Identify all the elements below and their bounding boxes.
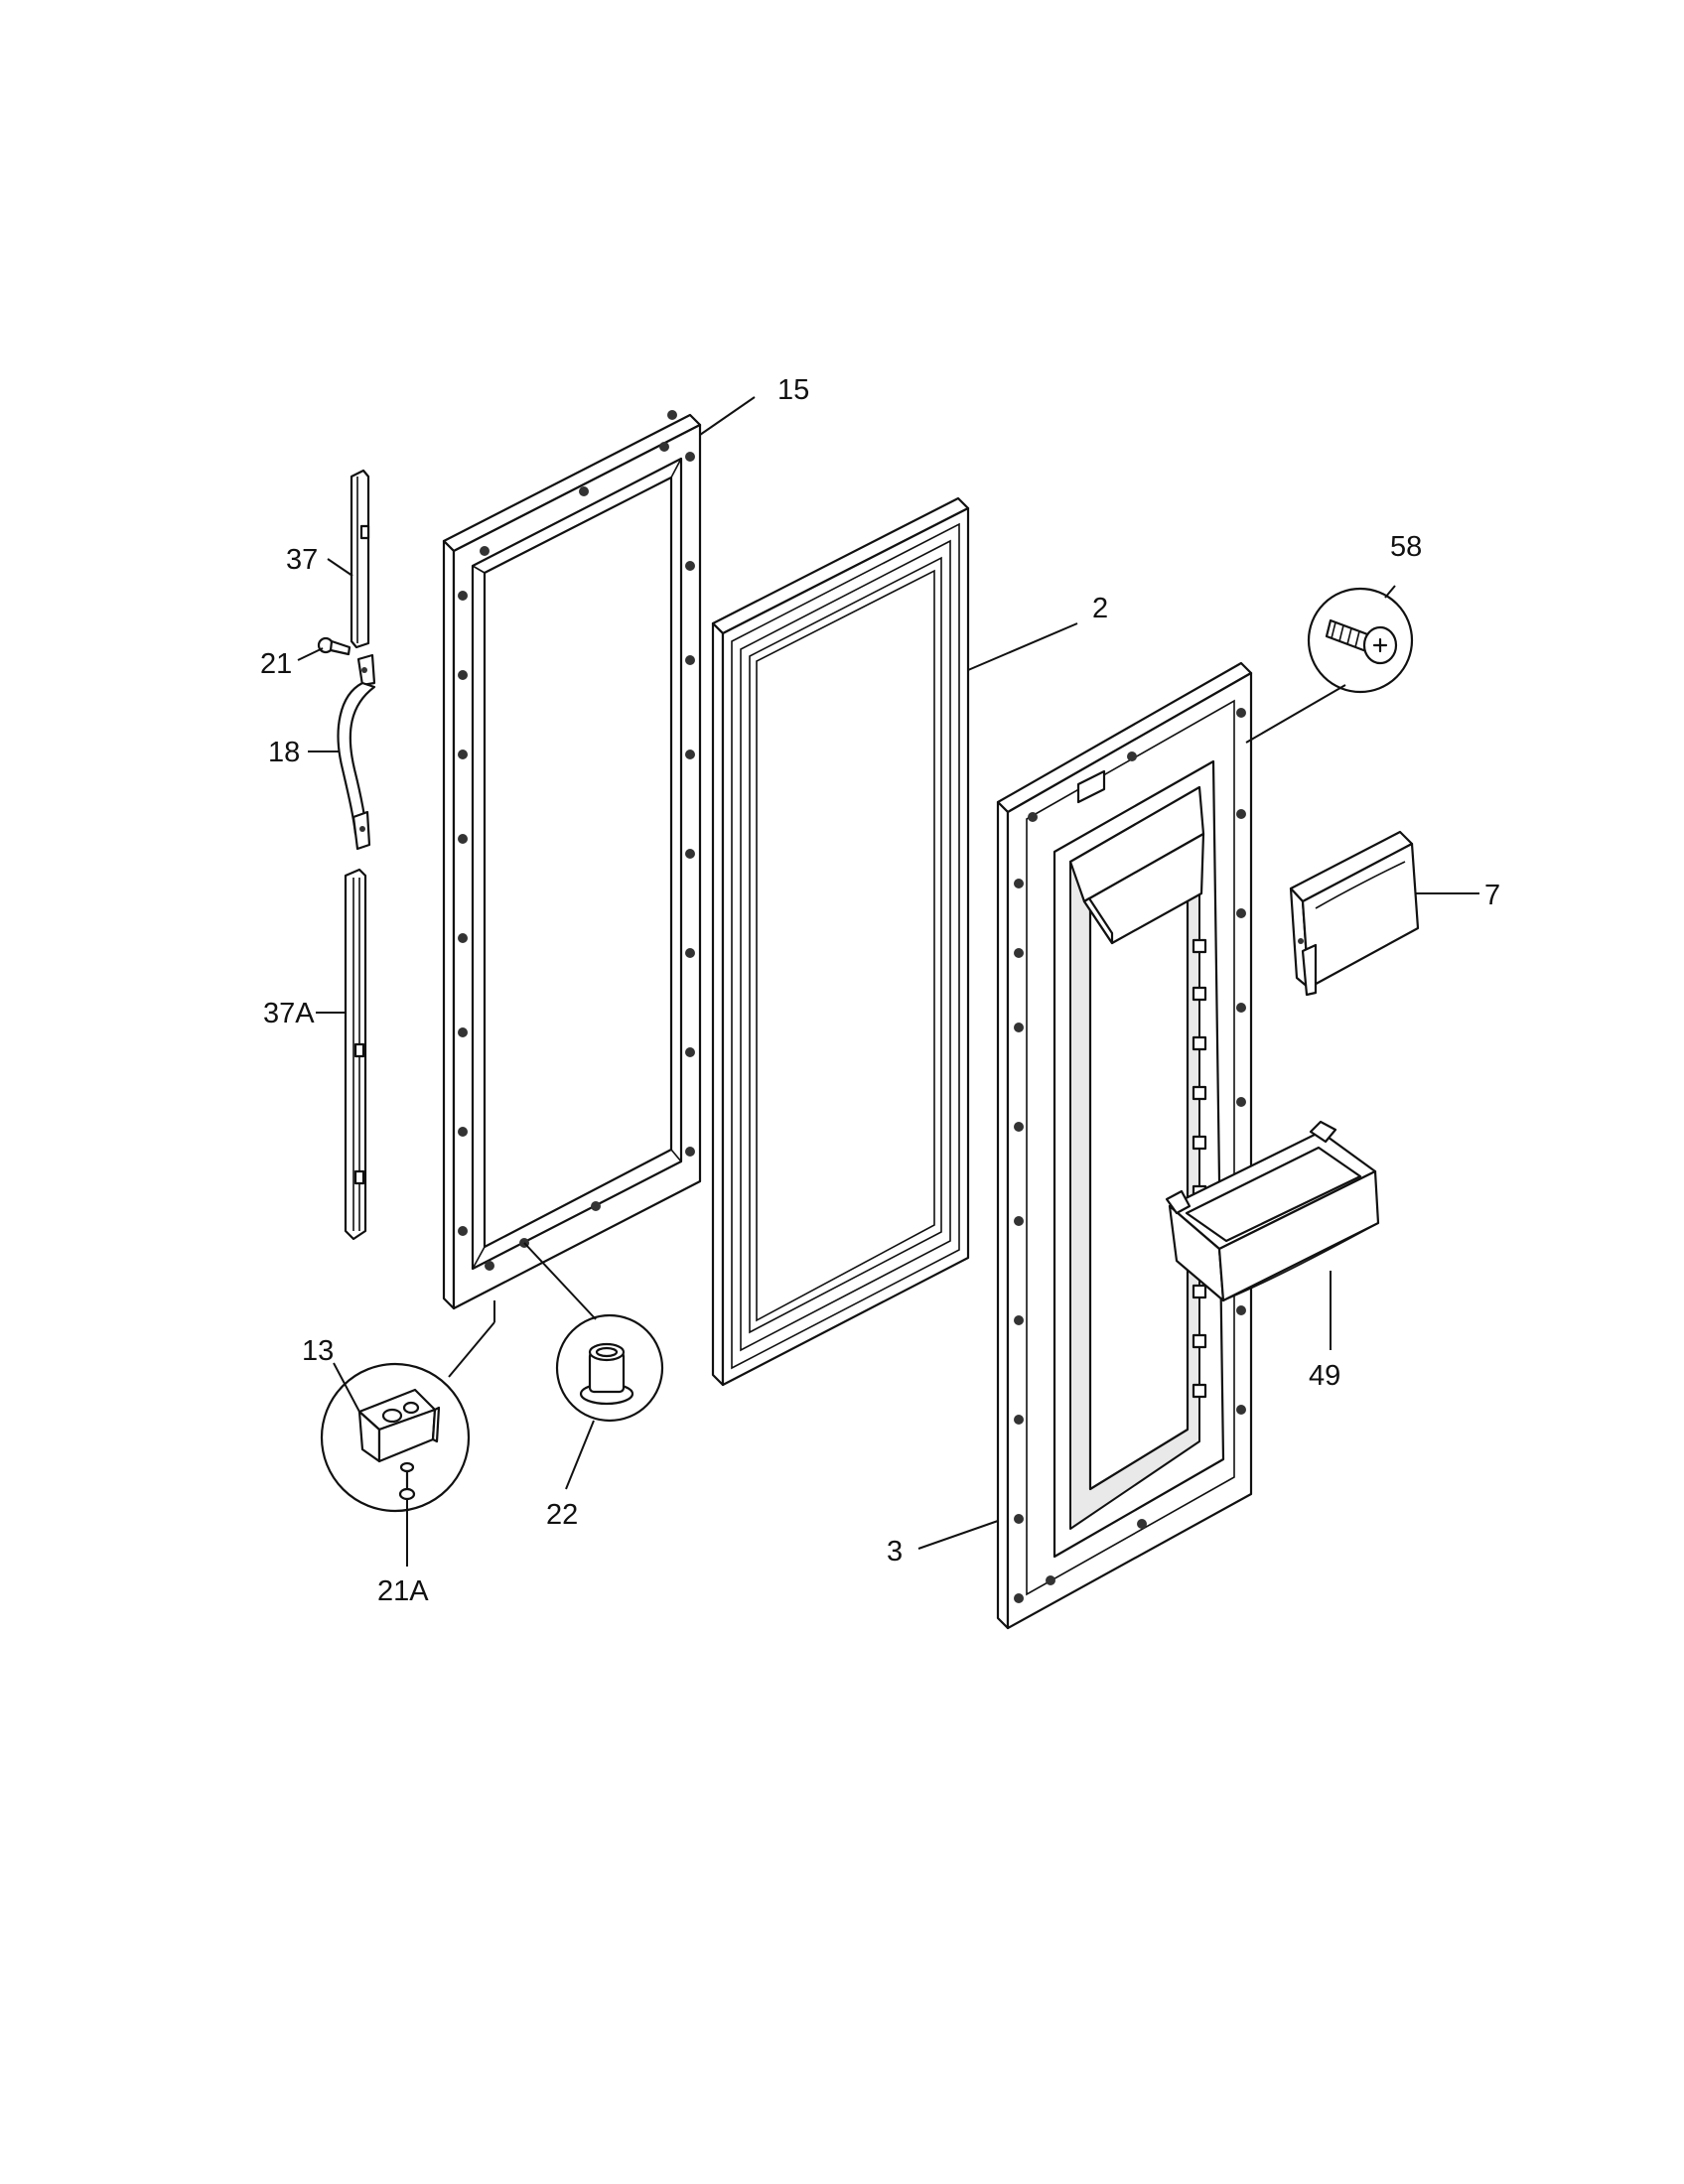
label-7: 7 xyxy=(1484,880,1500,911)
label-13: 13 xyxy=(302,1335,334,1367)
label-21a: 21A xyxy=(377,1575,429,1607)
trim-37 xyxy=(350,469,370,649)
label-21: 21 xyxy=(260,648,292,680)
label-37: 37 xyxy=(286,544,318,576)
label-37a: 37A xyxy=(263,998,315,1029)
label-49: 49 xyxy=(1309,1360,1340,1392)
screw-58-detail xyxy=(1307,587,1414,694)
label-2: 2 xyxy=(1092,593,1108,624)
screw-21 xyxy=(317,636,351,656)
bushing-22-detail xyxy=(555,1313,664,1423)
inner-door-liner-3 xyxy=(996,661,1253,1630)
cover-7 xyxy=(1289,830,1420,997)
label-22: 22 xyxy=(546,1499,578,1531)
door-frame-15 xyxy=(442,410,702,1310)
label-3: 3 xyxy=(887,1536,903,1568)
frame-screw-holes xyxy=(458,410,695,1271)
liner-screw-holes xyxy=(1014,708,1246,1603)
bin-49 xyxy=(1165,1120,1380,1302)
handle-18 xyxy=(337,653,376,851)
part-labels: 15 2 58 7 37 21 18 37A 49 13 22 3 21A xyxy=(260,374,1500,1607)
door-gasket-2 xyxy=(711,496,970,1387)
trim-37a xyxy=(344,868,367,1241)
label-15: 15 xyxy=(777,374,809,406)
leader-lines xyxy=(297,396,1479,1567)
label-58: 58 xyxy=(1390,531,1422,563)
hinge-13-detail xyxy=(320,1362,471,1513)
label-18: 18 xyxy=(268,737,300,768)
